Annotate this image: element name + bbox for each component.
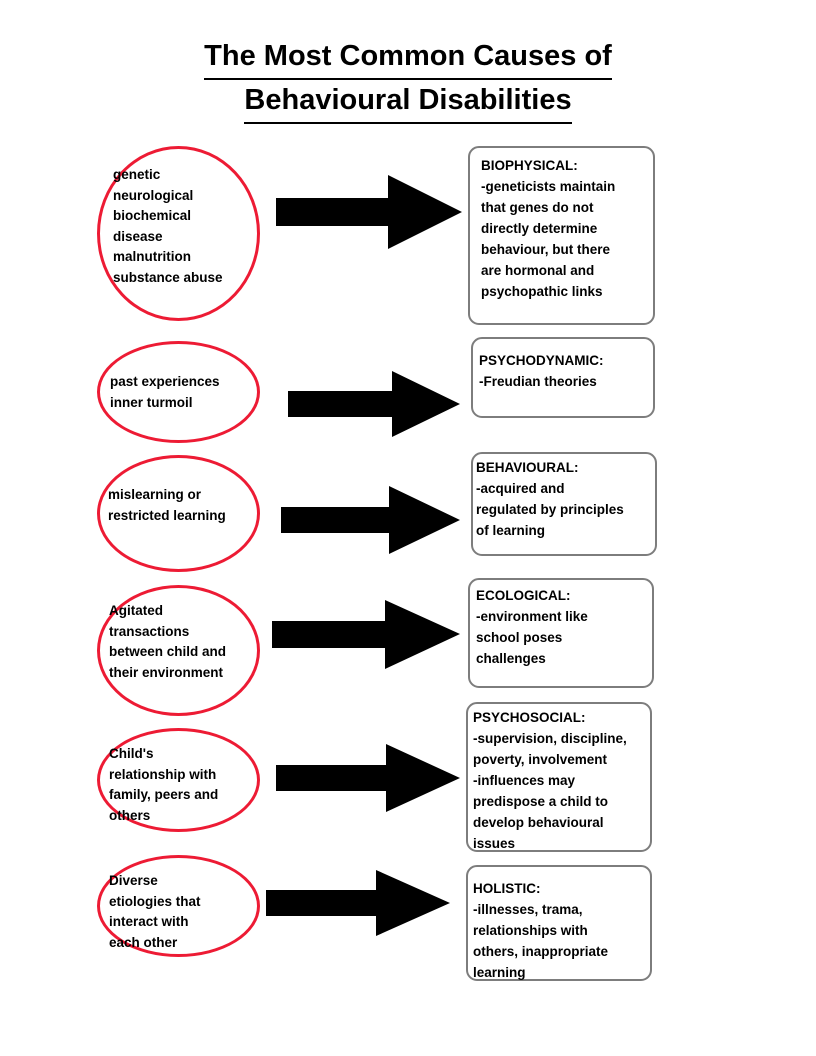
model-box-4-body: -environment like school poses challenge… bbox=[476, 609, 588, 666]
model-box-6-body: -illnesses, trama, relationships with ot… bbox=[473, 902, 609, 980]
cause-oval-2 bbox=[97, 341, 260, 443]
model-box-4-title: ECOLOGICAL: bbox=[476, 588, 571, 603]
cause-oval-4 bbox=[97, 585, 260, 716]
title-line-1: The Most Common Causes of bbox=[204, 36, 612, 81]
model-box-2-title: PSYCHODYNAMIC: bbox=[479, 353, 604, 368]
model-box-5-body: -supervision, discipline, poverty, invol… bbox=[473, 731, 627, 851]
model-box-6-title: HOLISTIC: bbox=[473, 881, 541, 896]
cause-oval-6 bbox=[97, 855, 260, 957]
model-box-5-title: PSYCHOSOCIAL: bbox=[473, 710, 586, 725]
model-box-4 bbox=[468, 578, 654, 688]
cause-oval-1 bbox=[97, 146, 260, 321]
cause-oval-6-text: Diverse etiologies that interact with ea… bbox=[109, 873, 201, 950]
right-arrow-icon-6 bbox=[266, 870, 450, 936]
model-box-5 bbox=[466, 702, 652, 852]
model-box-1 bbox=[468, 146, 655, 325]
model-box-3 bbox=[471, 452, 657, 556]
model-box-1-body: -geneticists maintain that genes do not … bbox=[481, 179, 616, 299]
model-box-1-title: BIOPHYSICAL: bbox=[481, 158, 578, 173]
model-box-3-title: BEHAVIOURAL: bbox=[476, 460, 579, 475]
cause-oval-3 bbox=[97, 455, 260, 572]
cause-oval-2-text: past experiences inner turmoil bbox=[110, 374, 220, 410]
model-box-3-body: -acquired and regulated by principles of… bbox=[476, 481, 624, 538]
right-arrow-icon-4 bbox=[272, 600, 460, 669]
model-box-2 bbox=[471, 337, 655, 418]
model-box-2-body: -Freudian theories bbox=[479, 374, 597, 389]
cause-oval-1-text: genetic neurological biochemical disease… bbox=[113, 167, 223, 285]
right-arrow-icon-2 bbox=[288, 371, 460, 437]
model-box-6 bbox=[466, 865, 652, 981]
right-arrow-icon-1 bbox=[276, 175, 462, 249]
right-arrow-icon-5 bbox=[276, 744, 460, 812]
cause-oval-5 bbox=[97, 728, 260, 832]
title-line-2: Behavioural Disabilities bbox=[244, 80, 572, 125]
page-title: The Most Common Causes of Behavioural Di… bbox=[0, 36, 816, 125]
cause-oval-4-text: Agitated transactions between child and … bbox=[109, 603, 227, 680]
cause-oval-5-text: Child's relationship with family, peers … bbox=[109, 746, 219, 823]
cause-oval-3-text: mislearning or restricted learning bbox=[108, 487, 226, 523]
right-arrow-icon-3 bbox=[281, 486, 460, 554]
